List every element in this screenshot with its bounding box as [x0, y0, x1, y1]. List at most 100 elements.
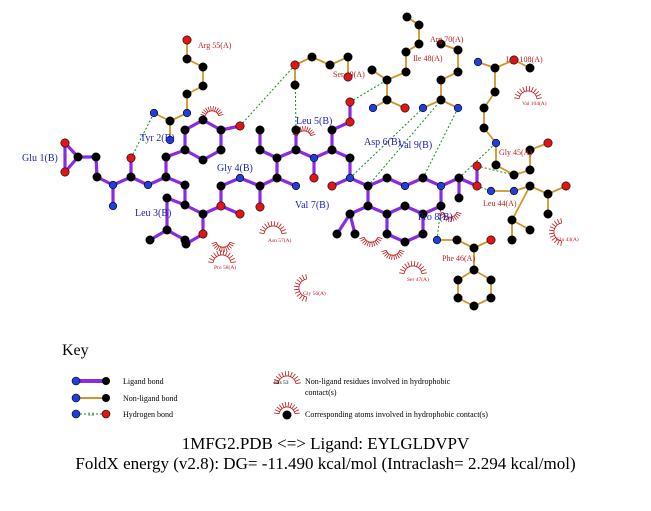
label-ile48: Ile 48(A) — [413, 54, 443, 63]
atom-8 — [126, 153, 136, 163]
atom-127 — [469, 265, 479, 275]
atom-27 — [235, 209, 245, 219]
label-glu43: Glu 43(A) — [556, 236, 579, 243]
atom-29 — [272, 173, 282, 183]
atom-15 — [180, 125, 190, 135]
label-phe46: Phe 46(A) — [442, 254, 475, 263]
hbond-2 — [294, 64, 297, 131]
atom-19 — [198, 155, 208, 165]
atom-122 — [507, 235, 517, 245]
hbond-4 — [349, 107, 424, 179]
atom-14 — [180, 145, 190, 155]
hydrophobic-arc-4 — [294, 274, 307, 302]
hbond-5 — [367, 99, 442, 187]
atom-115 — [486, 186, 496, 196]
atom-107 — [479, 103, 489, 113]
footer: 1MFG2.PDB <=> Ligand: EYLGLDVPV FoldX en… — [0, 434, 651, 474]
label-ser49: Ser 49(A) — [333, 70, 365, 79]
atom-83 — [343, 52, 353, 62]
atom-96 — [453, 45, 463, 55]
atom-105 — [525, 63, 535, 73]
hbond-6 — [458, 142, 497, 179]
hydrophobic-arc-9 — [381, 249, 405, 260]
label-asn57: Asn 57(A) — [268, 237, 292, 244]
atom-97 — [453, 67, 463, 77]
atom-99 — [436, 95, 446, 105]
hydrophobic-labels: Val 104(A) Glu 43(A) Asn 57(A) Pro 58(A)… — [214, 100, 579, 297]
atom-108 — [479, 123, 489, 133]
atom-37 — [309, 153, 319, 163]
atom-118 — [543, 189, 553, 199]
atom-18 — [216, 145, 226, 155]
atom-57 — [436, 201, 446, 211]
hydrophobic-arc-0 — [514, 86, 542, 99]
key-nonligand-bond-label: Non-ligand bond — [123, 394, 177, 403]
atom-133 — [486, 235, 496, 245]
atom-102 — [473, 57, 483, 67]
atom-47 — [363, 201, 373, 211]
atom-111 — [509, 170, 519, 180]
atom-100 — [418, 103, 428, 113]
atom-94 — [400, 103, 410, 113]
label-gly56: Gly 56(A) — [303, 290, 326, 297]
atom-54 — [418, 229, 428, 239]
key-nonligand-residues-line2: contact(s) — [305, 388, 337, 397]
atom-65 — [382, 173, 392, 183]
hbond-1 — [239, 64, 296, 127]
key-hydrogen-bond-label: Hydrogen bond — [123, 410, 173, 419]
atom-0 — [60, 138, 70, 148]
label-glu1: Glu 1(B) — [22, 153, 58, 164]
atom-95 — [436, 39, 446, 49]
atom-79 — [290, 60, 300, 70]
hydrophobic-arc-8 — [359, 236, 383, 247]
atom-88 — [401, 47, 411, 57]
label-asp6: Asp 6(B) — [364, 137, 401, 148]
atom-30 — [291, 181, 301, 191]
footer-energy: FoldX energy (v2.8): DG= -11.490 kcal/mo… — [75, 454, 576, 473]
atom-22 — [162, 193, 172, 203]
label-leu3: Leu 3(B) — [135, 208, 171, 219]
label-leu44: Leu 44(A) — [483, 199, 517, 208]
atom-109 — [491, 138, 501, 148]
hydrophobic-arc-2 — [259, 221, 287, 234]
atom-56 — [400, 201, 410, 211]
atom-50 — [350, 229, 360, 239]
key-hydrophobic-residue: His 53 Non-ligand residues involved in h… — [273, 371, 451, 397]
atom-120 — [543, 209, 553, 219]
key: Ligand bond Non-ligand bond 3.0 Hydrogen… — [71, 371, 488, 420]
hbond-0 — [130, 112, 155, 159]
atom-132 — [486, 275, 496, 285]
atom-114 — [543, 138, 553, 148]
atom-124 — [432, 235, 442, 245]
atom-33 — [255, 145, 265, 155]
atom-62 — [454, 193, 464, 203]
atom-12 — [180, 200, 190, 210]
atom-80 — [290, 80, 300, 90]
atom-113 — [525, 145, 535, 155]
atom-63 — [418, 173, 428, 183]
atom-87 — [414, 39, 424, 49]
atom-112 — [525, 165, 535, 175]
atom-73 — [198, 81, 208, 91]
atom-86 — [414, 20, 424, 30]
hbond-3 — [349, 79, 388, 103]
atom-24 — [216, 201, 226, 211]
label-val7: Val 7(B) — [295, 200, 329, 211]
atom-39 — [345, 153, 355, 163]
atom-25 — [216, 181, 226, 191]
key-nonligand-bond: Non-ligand bond — [71, 393, 177, 403]
atom-89 — [401, 67, 411, 77]
atom-66 — [162, 225, 172, 235]
key-nonligand-residues-line1: Non-ligand residues involved in hydropho… — [305, 377, 451, 386]
atom-42 — [345, 117, 355, 127]
atom-119 — [561, 181, 571, 191]
atom-3 — [91, 152, 101, 162]
key-ligand-bond-label: Ligand bond — [123, 377, 164, 386]
atom-46 — [363, 181, 373, 191]
atom-129 — [453, 293, 463, 303]
atom-49 — [332, 229, 342, 239]
atom-123 — [525, 225, 535, 235]
hydrophobic-arc-6 — [200, 106, 224, 117]
atom-13 — [161, 152, 171, 162]
